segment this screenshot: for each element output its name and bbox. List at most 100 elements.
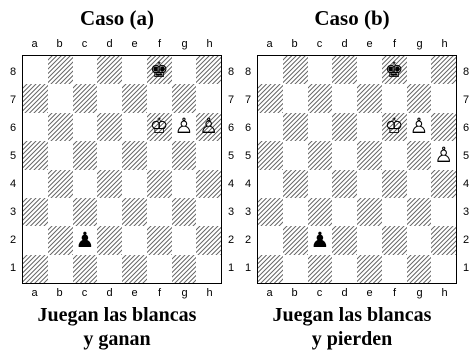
file-label: g — [416, 287, 423, 299]
square-g8 — [171, 56, 197, 85]
square-b5 — [47, 141, 73, 170]
square-h1 — [431, 254, 456, 283]
square-h1 — [196, 254, 221, 283]
rank-label: 1 — [9, 262, 17, 274]
square-f7 — [146, 84, 172, 113]
rank-label: 1 — [227, 262, 235, 274]
square-d4 — [97, 169, 122, 198]
square-f6: ♔ — [146, 112, 172, 142]
rank-label: 8 — [9, 66, 17, 78]
square-a7 — [23, 84, 48, 113]
square-g4 — [406, 169, 432, 198]
square-c2: ♟ — [72, 226, 98, 255]
square-c3 — [72, 197, 98, 227]
square-f8: ♚ — [146, 56, 172, 85]
square-b6 — [47, 112, 73, 142]
file-labels-bottom: a b c d e f g h — [257, 286, 457, 300]
square-g4 — [171, 169, 197, 198]
square-d7 — [332, 84, 357, 113]
rank-label: 7 — [462, 94, 469, 106]
file-label: d — [106, 287, 113, 299]
file-label: f — [392, 38, 397, 50]
rank-label: 7 — [244, 94, 252, 106]
file-label: d — [341, 38, 348, 50]
rank-label: 3 — [227, 206, 235, 218]
square-e1 — [357, 254, 382, 283]
square-d7 — [97, 84, 122, 113]
square-d1 — [332, 254, 357, 283]
rank-label: 7 — [9, 94, 17, 106]
file-label: e — [366, 287, 373, 299]
square-g1 — [406, 254, 432, 283]
square-b3 — [47, 197, 73, 227]
rank-label: 8 — [462, 66, 469, 78]
square-f6: ♔ — [381, 112, 407, 142]
caption-line: y pierden — [311, 328, 393, 350]
square-a6 — [23, 112, 48, 142]
square-a5 — [258, 141, 283, 170]
square-h6: ♙ — [196, 112, 221, 142]
black-king-icon: ♚ — [384, 57, 404, 82]
file-label: c — [81, 287, 88, 299]
square-g5 — [171, 141, 197, 170]
square-b7 — [47, 84, 73, 113]
square-a2 — [258, 226, 283, 255]
diagram-caption: Juegan las blancas y pierden — [237, 303, 467, 351]
square-c5 — [307, 141, 333, 170]
square-c3 — [307, 197, 333, 227]
file-label: d — [106, 38, 113, 50]
file-label: b — [291, 38, 298, 50]
square-d1 — [97, 254, 122, 283]
square-b1 — [282, 254, 308, 283]
white-pawn-icon: ♙ — [199, 114, 219, 139]
file-label: h — [206, 287, 213, 299]
square-c2: ♟ — [307, 226, 333, 255]
black-pawn-icon: ♟ — [75, 227, 95, 252]
square-h6 — [431, 112, 456, 142]
square-a4 — [23, 169, 48, 198]
square-e7 — [357, 84, 382, 113]
file-label: a — [266, 38, 273, 50]
square-b3 — [282, 197, 308, 227]
rank-labels-right: 8 7 6 5 4 3 2 1 — [224, 58, 238, 283]
square-g5 — [406, 141, 432, 170]
square-e6 — [357, 112, 382, 142]
black-pawn-icon: ♟ — [310, 227, 330, 252]
square-h7 — [431, 84, 456, 113]
rank-label: 4 — [244, 178, 252, 190]
square-h4 — [431, 169, 456, 198]
file-label: a — [266, 287, 273, 299]
rank-label: 4 — [227, 178, 235, 190]
chess-board: ♚♔♙♙♟ — [22, 55, 222, 284]
square-h2 — [196, 226, 221, 255]
square-e5 — [357, 141, 382, 170]
rank-label: 2 — [462, 234, 469, 246]
rank-label: 6 — [227, 122, 235, 134]
white-pawn-icon: ♙ — [174, 114, 194, 139]
rank-label: 6 — [244, 122, 252, 134]
square-a8 — [23, 56, 48, 85]
square-f1 — [381, 254, 407, 283]
square-b4 — [282, 169, 308, 198]
file-label: b — [56, 287, 63, 299]
square-h2 — [431, 226, 456, 255]
rank-labels-left: 8 7 6 5 4 3 2 1 — [241, 58, 255, 283]
square-e2 — [122, 226, 147, 255]
file-label: c — [81, 38, 88, 50]
square-a1 — [258, 254, 283, 283]
square-f5 — [381, 141, 407, 170]
square-e5 — [122, 141, 147, 170]
diagram-title: Caso (b) — [314, 6, 390, 30]
white-pawn-icon: ♙ — [434, 142, 454, 167]
square-d5 — [97, 141, 122, 170]
square-a3 — [258, 197, 283, 227]
file-label: c — [316, 287, 323, 299]
caption-line: y ganan — [83, 328, 151, 350]
rank-label: 6 — [462, 122, 469, 134]
square-f5 — [146, 141, 172, 170]
square-h5 — [196, 141, 221, 170]
square-f3 — [381, 197, 407, 227]
square-d6 — [332, 112, 357, 142]
square-c8 — [307, 56, 333, 85]
rank-label: 5 — [462, 150, 469, 162]
